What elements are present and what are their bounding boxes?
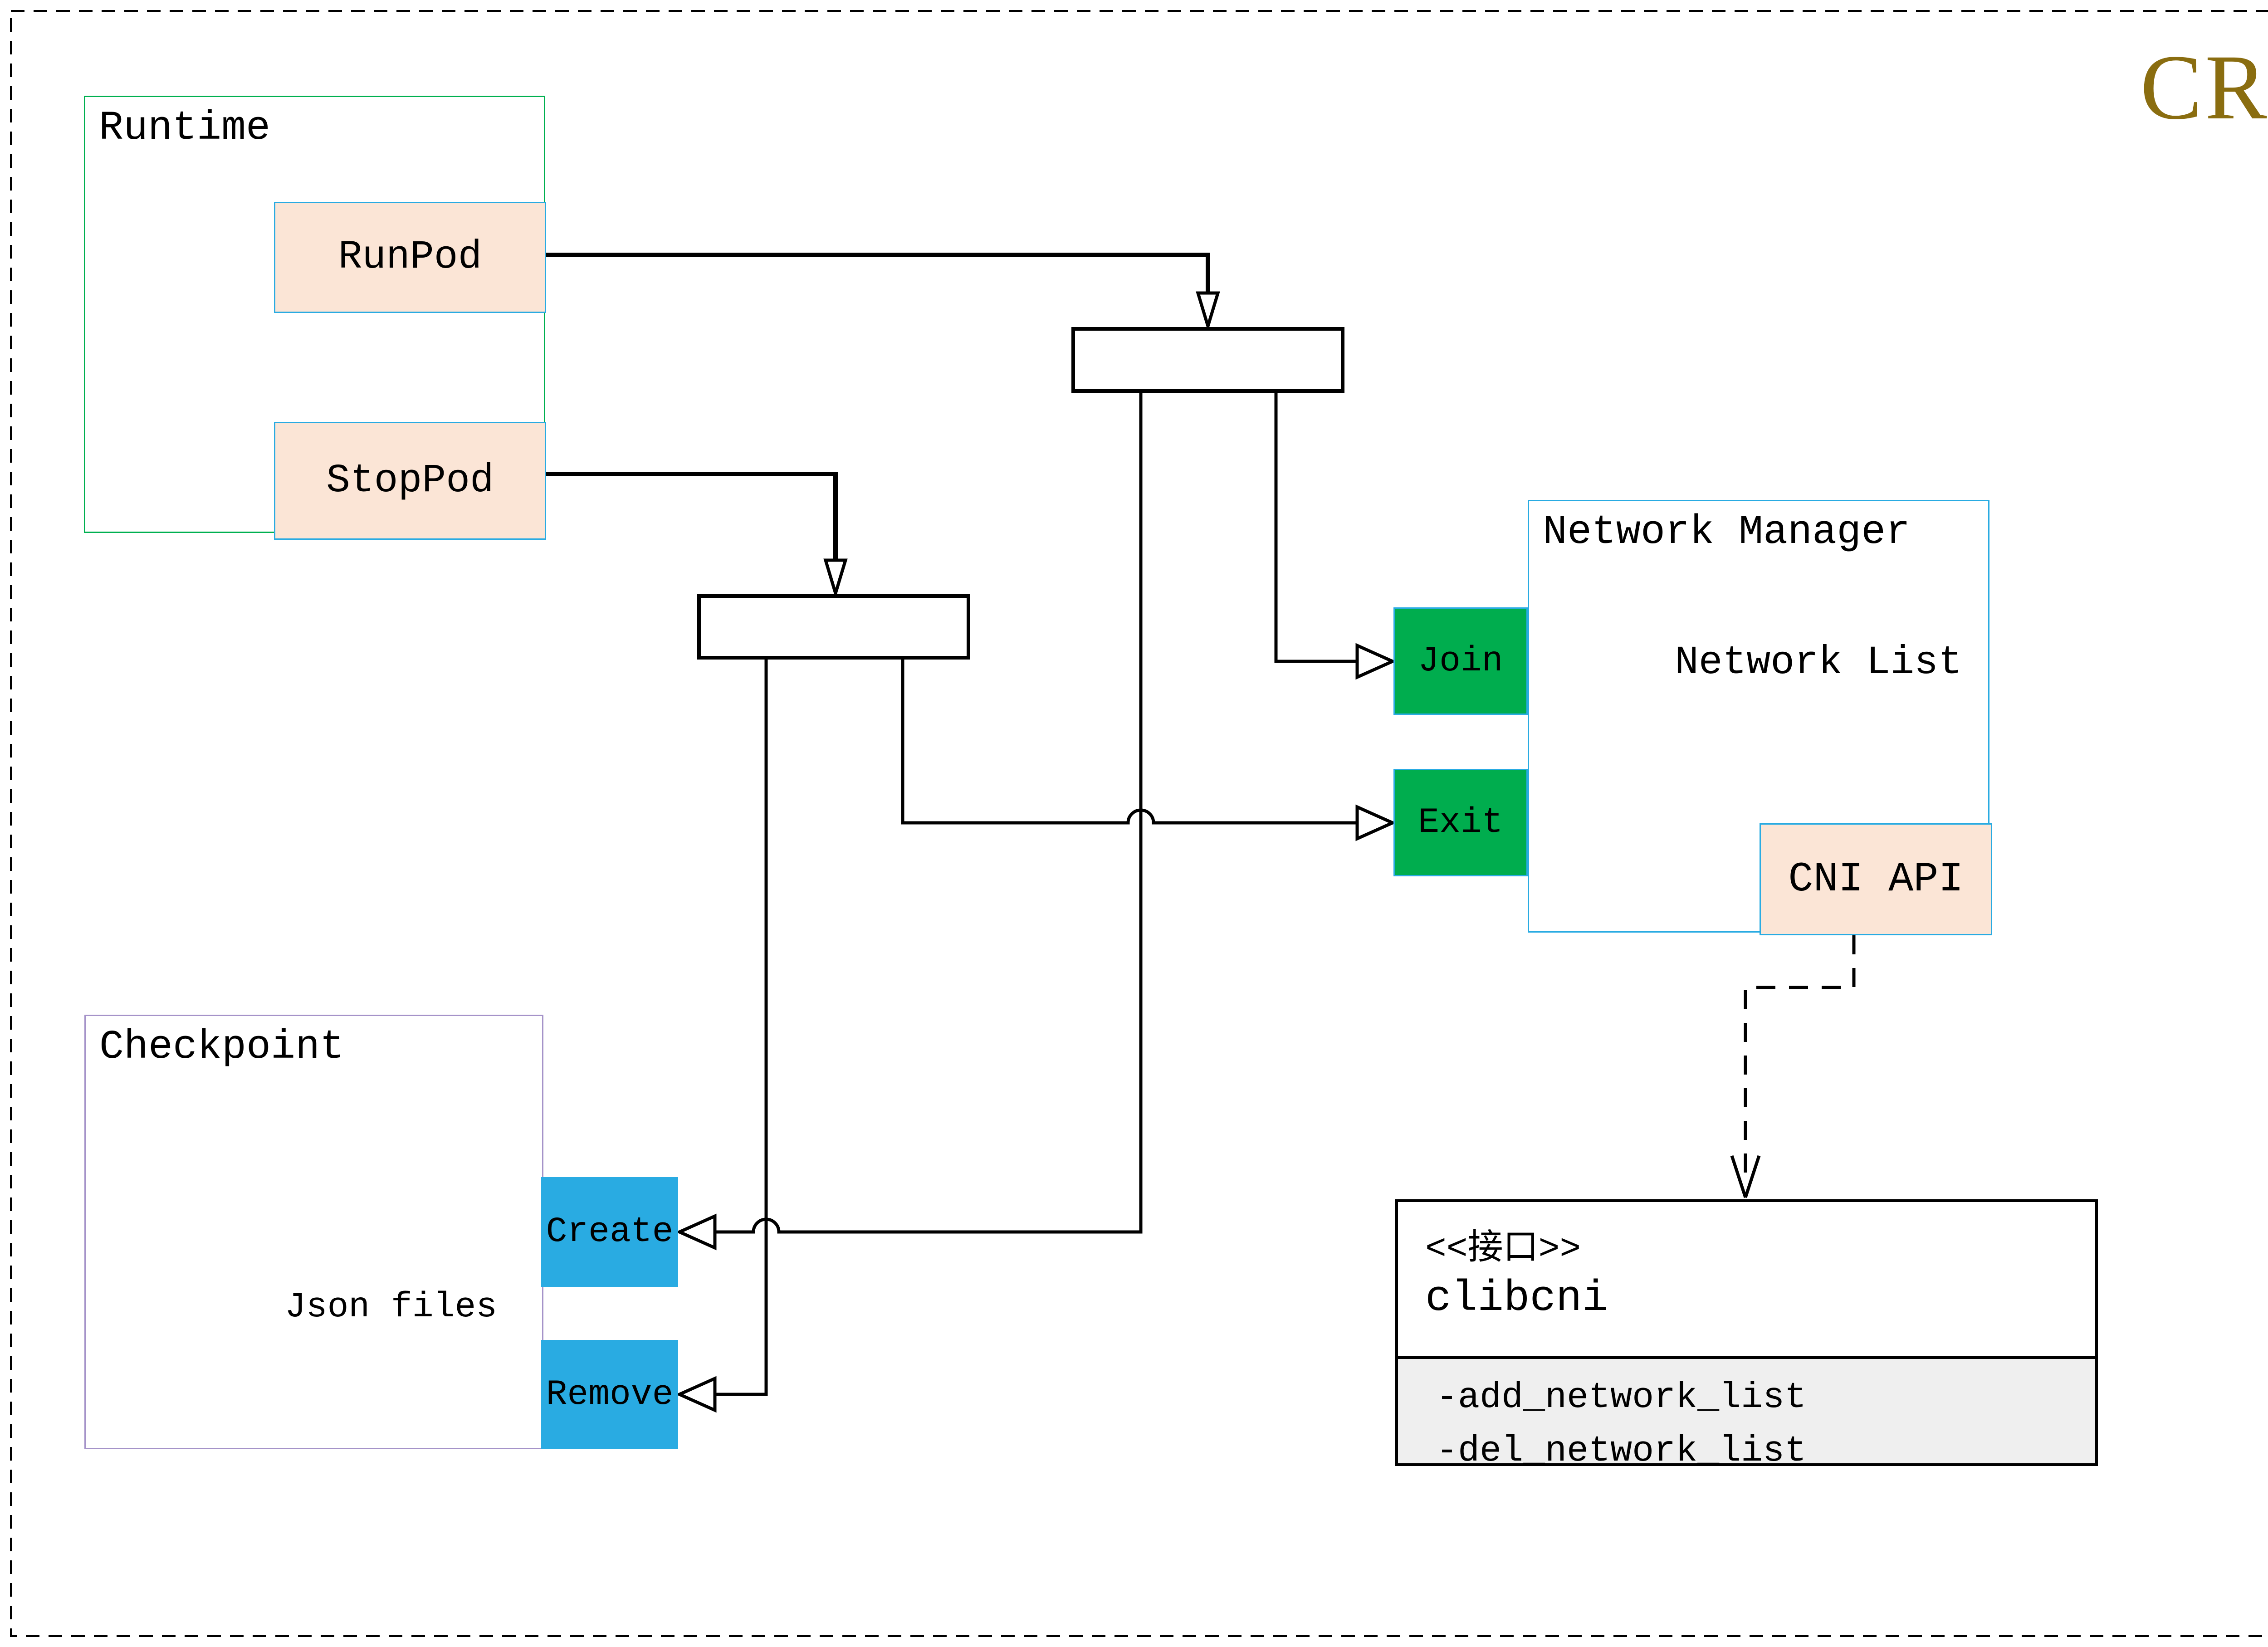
page-title: CRI [2140, 36, 2268, 139]
arrowhead-down-node2-icon [823, 558, 848, 599]
connector-node1-to-create [675, 393, 1143, 1251]
clibcni-stereotype: <<接口>> [1425, 1230, 1581, 1270]
connector-runpod-to-node1 [545, 253, 1220, 332]
join-label: Join [1418, 641, 1503, 681]
cni-api-label: CNI API [1788, 855, 1964, 903]
cni-api-box: CNI API [1760, 823, 1992, 935]
stoppod-box: StopPod [274, 422, 546, 540]
flow-node-2 [697, 594, 970, 660]
remove-box: Remove [541, 1340, 678, 1449]
arrowhead-right-join-icon [1355, 643, 1397, 680]
connector-stoppod-to-node2 [545, 472, 848, 599]
stoppod-label: StopPod [326, 458, 494, 503]
clibcni-header: <<接口>> clibcni [1398, 1202, 2095, 1354]
create-box: Create [541, 1177, 678, 1287]
arrowhead-open-clibcni-icon [1730, 1155, 1761, 1198]
flow-node-1 [1071, 327, 1344, 393]
arrowhead-down-node1-icon [1196, 291, 1220, 332]
runpod-label: RunPod [338, 235, 482, 280]
exit-box: Exit [1393, 769, 1528, 876]
arrowhead-left-create-icon [675, 1213, 717, 1251]
connector-node2-to-exit [901, 660, 1397, 841]
checkpoint-title: Checkpoint [99, 1024, 345, 1070]
runpod-box: RunPod [274, 202, 546, 313]
connector-node1-to-join [1274, 393, 1397, 680]
clibcni-method-del: -del_network_list [1436, 1431, 1807, 1472]
network-list-label: Network List [1675, 640, 1962, 685]
checkpoint-box: Checkpoint [84, 1015, 543, 1449]
clibcni-name: clibcni [1425, 1274, 1608, 1323]
join-box: Join [1393, 607, 1528, 715]
clibcni-interface-box: <<接口>> clibcni -add_network_list -del_ne… [1395, 1199, 2098, 1472]
connector-cniapi-to-clibcni [1730, 935, 1856, 1198]
connector-node2-to-remove [675, 660, 768, 1413]
arrowhead-left-remove-icon [675, 1376, 717, 1413]
exit-label: Exit [1418, 802, 1503, 843]
json-files-label: Json files [285, 1287, 498, 1327]
network-manager-title: Network Manager [1543, 509, 1911, 556]
arrowhead-right-exit-icon [1355, 804, 1397, 841]
remove-label: Remove [546, 1374, 674, 1415]
clibcni-method-add: -add_network_list [1436, 1377, 1807, 1418]
runtime-title: Runtime [99, 105, 271, 152]
page-dashed-border [10, 10, 2268, 1637]
create-label: Create [546, 1212, 674, 1252]
clibcni-methods-section: -add_network_list -del_network_list [1398, 1356, 2095, 1472]
